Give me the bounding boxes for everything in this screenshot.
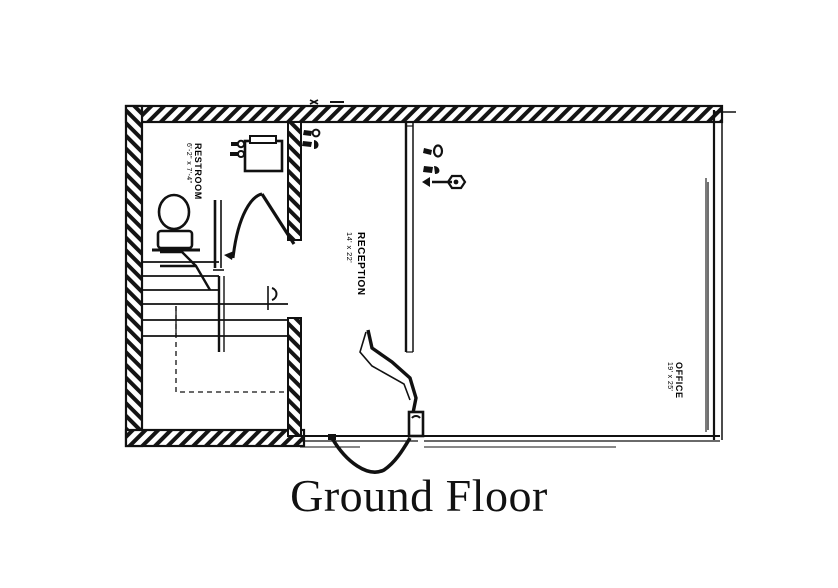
- office-name: OFFICE: [674, 362, 684, 399]
- stairs-group: [142, 250, 288, 393]
- entry-diagonal-wall: [359, 329, 418, 433]
- toilet-fixture-icon: [152, 193, 200, 252]
- room-label-reception: RECEPTION 14' x 22': [345, 232, 366, 296]
- leader-pointer-icon: [328, 434, 412, 474]
- sink-fixture-icon: [243, 135, 284, 173]
- stair-direction-arrow: [267, 286, 278, 310]
- reception-entry: [328, 329, 425, 474]
- reception-name: RECEPTION: [355, 232, 366, 296]
- partition-stair-stub: [217, 276, 225, 352]
- wall-right: [705, 106, 736, 440]
- wall-bottom-right: [300, 435, 720, 448]
- stair-outline: [175, 306, 288, 393]
- room-label-office: OFFICE 19' x 25': [666, 362, 684, 399]
- restroom-dimensions: 6'-2" x 7'-4": [185, 143, 192, 184]
- page-title: Ground Floor: [290, 470, 548, 521]
- reception-dimensions: 14' x 22': [345, 232, 354, 264]
- partition-stair-right: [287, 317, 302, 437]
- wall-bottom-left: [124, 428, 306, 448]
- wall-top: [124, 104, 724, 124]
- office-dimensions: 19' x 25': [666, 362, 673, 392]
- partition-restroom-inner: [213, 200, 224, 271]
- entry-door-jamb: [407, 410, 425, 438]
- wall-left: [124, 104, 144, 448]
- partition-restroom-right: [287, 121, 302, 241]
- restroom-name: RESTROOM: [193, 143, 203, 200]
- plumbing-symbols: [230, 139, 246, 158]
- stair-run-icon: [142, 250, 288, 337]
- ceiling-symbols: [302, 99, 344, 149]
- restroom-fixtures: [152, 135, 296, 260]
- partition-reception-office: [404, 122, 414, 353]
- room-label-restroom: RESTROOM 6'-2" x 7'-4": [185, 143, 203, 200]
- interior-partitions: [213, 121, 414, 437]
- electrical-outlet-icon: [422, 144, 467, 190]
- office-fixtures: [302, 99, 467, 190]
- door-swing-icon: [224, 192, 296, 260]
